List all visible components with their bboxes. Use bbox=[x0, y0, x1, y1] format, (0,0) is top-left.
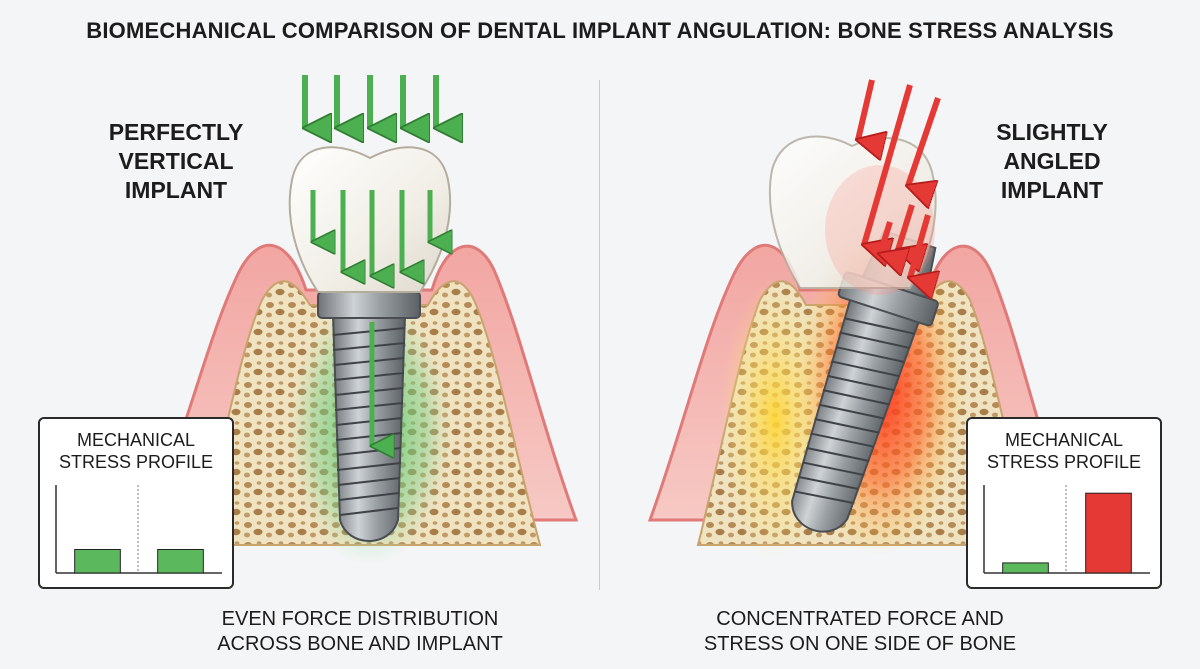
left-label-line-3: IMPLANT bbox=[124, 177, 228, 203]
right-stress-profile: MECHANICAL STRESS PROFILE bbox=[966, 417, 1162, 589]
left-label-line-1: PERFECTLY bbox=[108, 119, 244, 145]
page-title: BIOMECHANICAL COMPARISON OF DENTAL IMPLA… bbox=[86, 18, 1114, 43]
left-force-arrows bbox=[302, 75, 436, 128]
left-label-line-2: VERTICAL bbox=[118, 148, 234, 174]
right-caption-line-1: CONCENTRATED FORCE AND bbox=[716, 608, 1004, 630]
left-stress-chart bbox=[55, 485, 222, 574]
left-stress-title-line-2: STRESS PROFILE bbox=[58, 452, 214, 472]
right-caption: CONCENTRATED FORCE AND STRESS ON ONE SID… bbox=[660, 607, 1060, 657]
right-stress-bar-2 bbox=[1085, 492, 1132, 574]
right-caption-line-2: STRESS ON ONE SIDE OF BONE bbox=[703, 633, 1017, 655]
left-stress-bar-1 bbox=[74, 548, 121, 574]
panel-divider bbox=[599, 80, 600, 590]
right-stress-title-line-1: MECHANICAL bbox=[1004, 430, 1124, 450]
right-stress-title-line-2: STRESS PROFILE bbox=[986, 452, 1142, 472]
left-stress-title-line-1: MECHANICAL bbox=[76, 430, 196, 450]
left-stress-bar-2 bbox=[157, 548, 204, 574]
right-force-arrows bbox=[858, 79, 941, 278]
left-caption-line-2: ACROSS BONE AND IMPLANT bbox=[217, 633, 503, 655]
right-stress-bar-1 bbox=[1002, 562, 1049, 574]
right-label-line-1: SLIGHTLY bbox=[996, 119, 1108, 145]
left-panel-label: PERFECTLY VERTICAL IMPLANT bbox=[86, 118, 266, 205]
right-panel-label: SLIGHTLY ANGLED IMPLANT bbox=[962, 118, 1142, 205]
left-caption-line-1: EVEN FORCE DISTRIBUTION bbox=[221, 608, 499, 630]
left-tooth-illustration bbox=[147, 75, 579, 565]
left-stress-title: MECHANICAL STRESS PROFILE bbox=[40, 429, 232, 473]
right-stress-title: MECHANICAL STRESS PROFILE bbox=[968, 429, 1160, 473]
right-stress-chart bbox=[983, 485, 1150, 574]
left-implant bbox=[317, 291, 421, 542]
right-tooth-illustration bbox=[647, 79, 1073, 560]
left-stress-profile: MECHANICAL STRESS PROFILE bbox=[38, 417, 234, 589]
left-caption: EVEN FORCE DISTRIBUTION ACROSS BONE AND … bbox=[190, 607, 530, 657]
right-label-line-2: ANGLED bbox=[1003, 148, 1101, 174]
right-label-line-3: IMPLANT bbox=[1000, 177, 1104, 203]
